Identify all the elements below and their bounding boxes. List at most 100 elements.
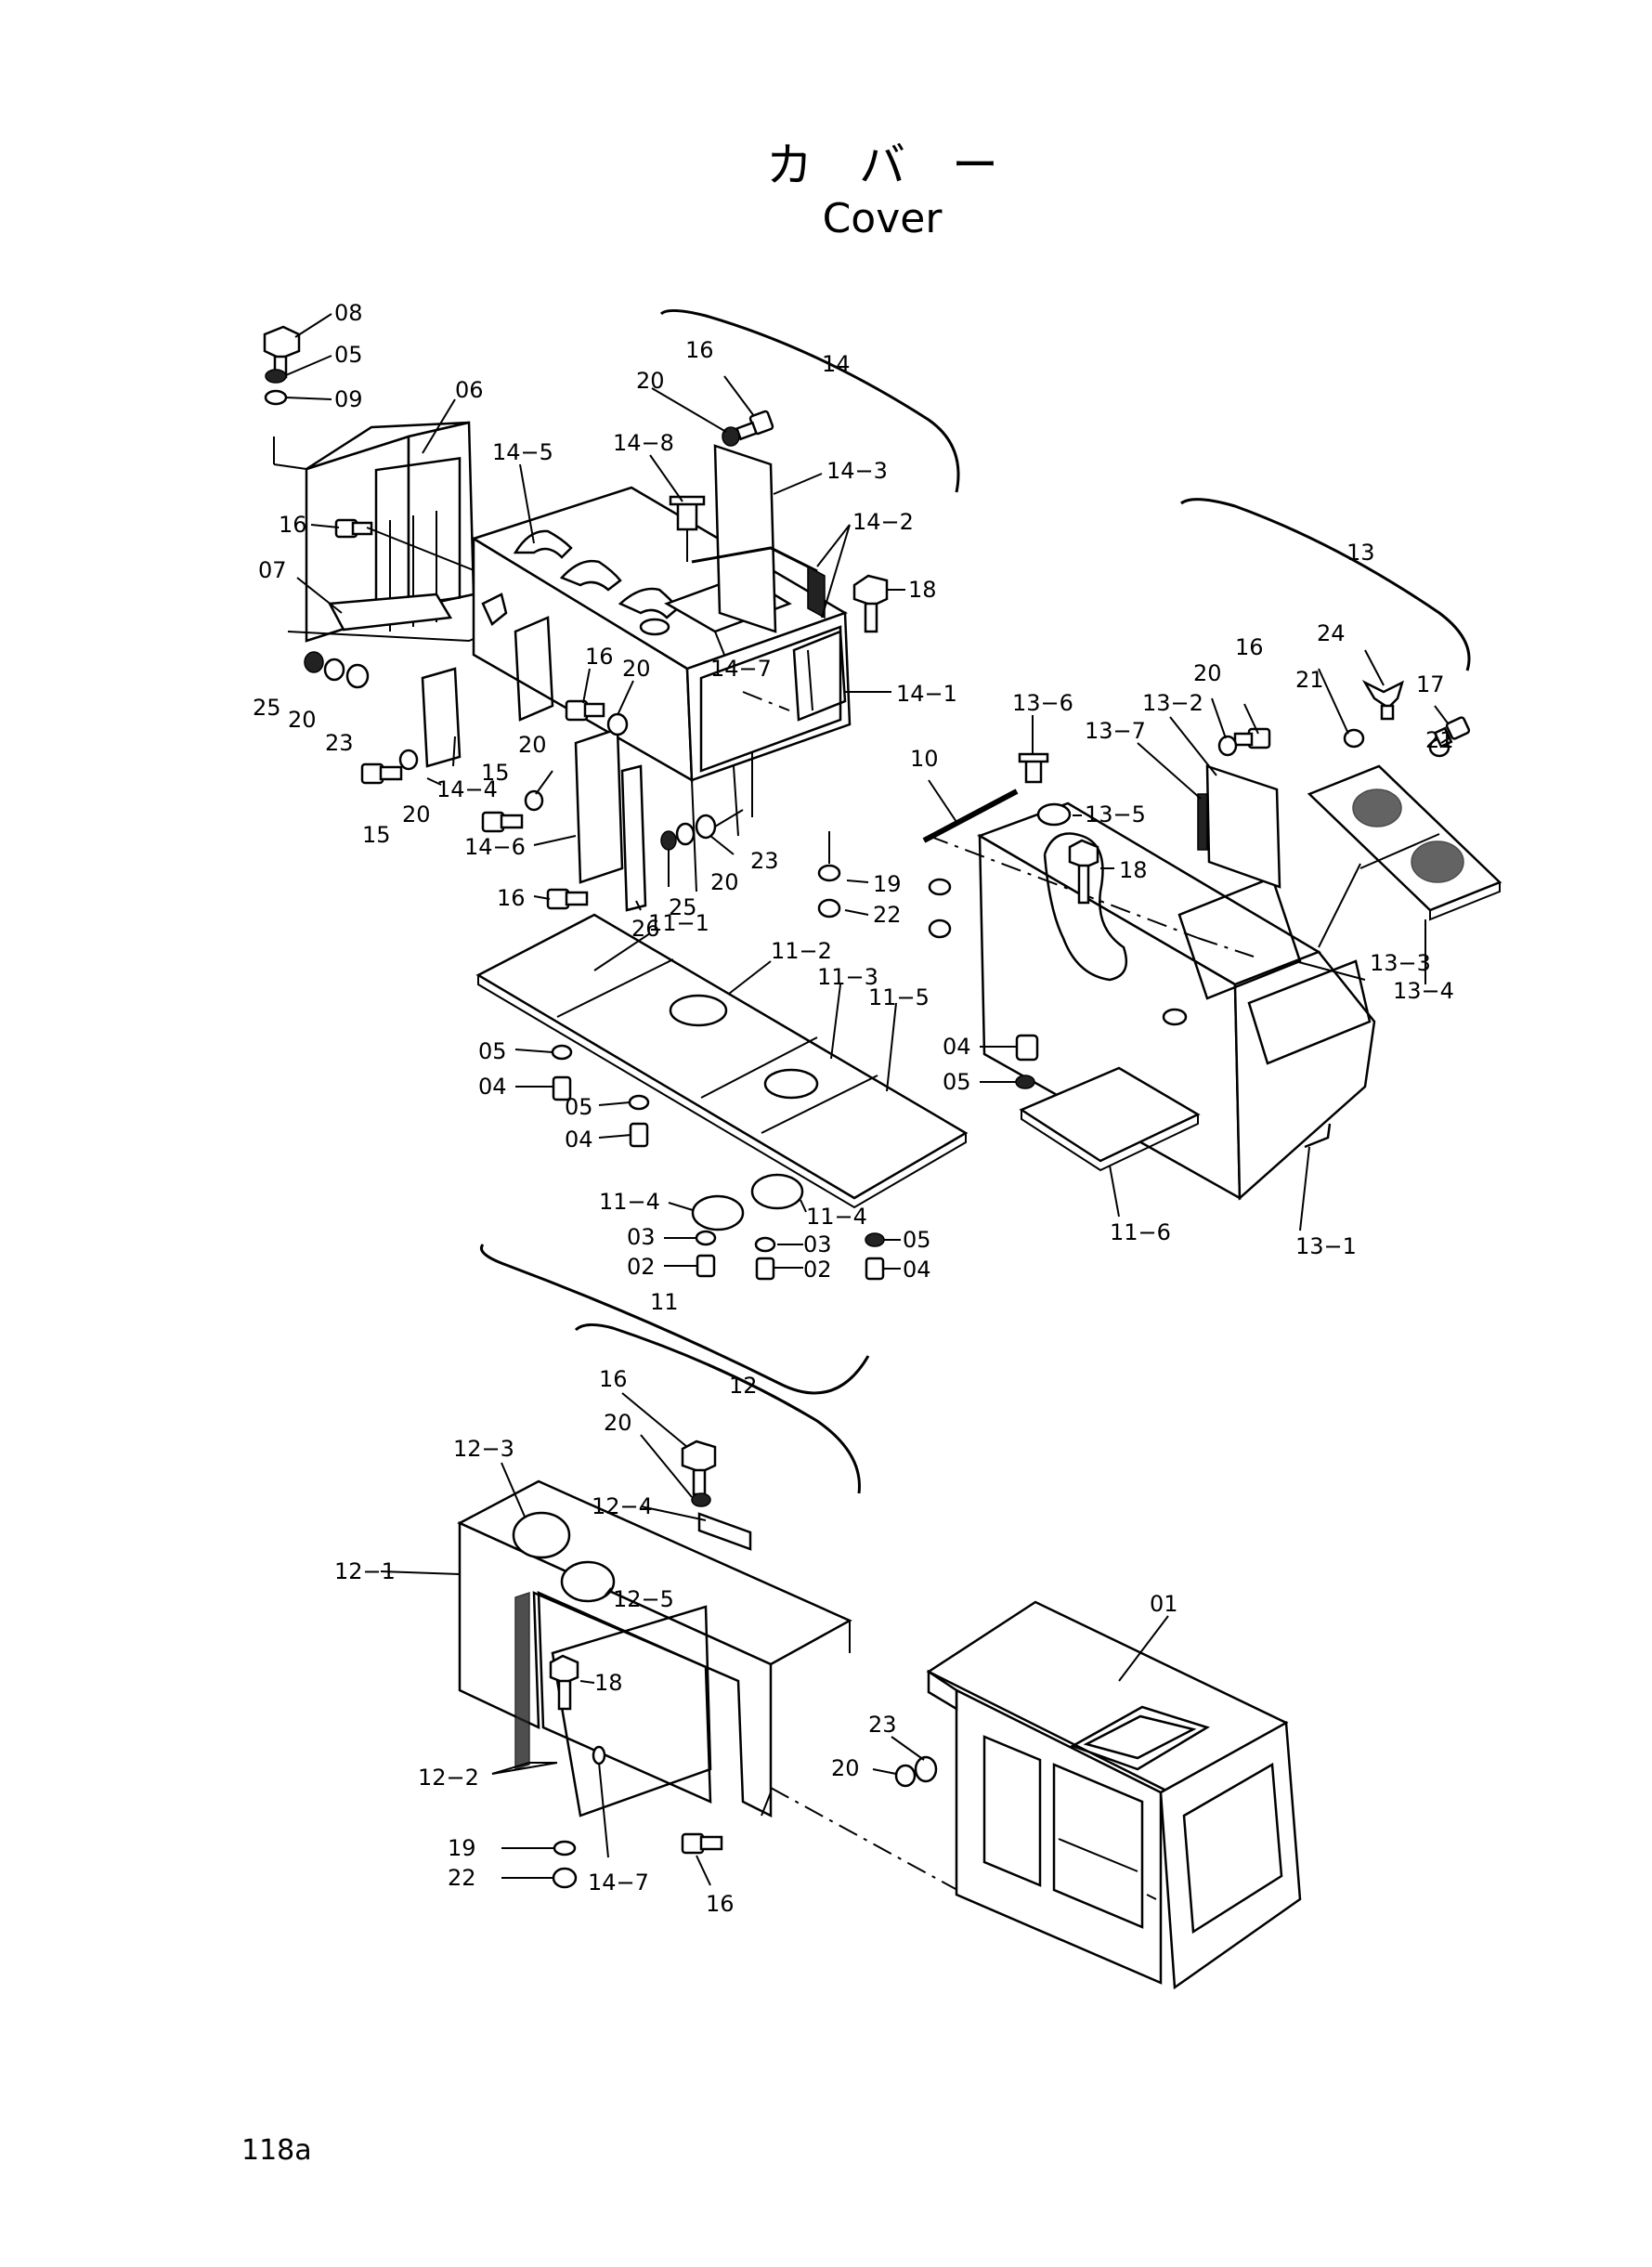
label-20: 20 (1193, 660, 1222, 686)
bolt-04-floor-b (629, 1122, 649, 1148)
washer-09 (264, 389, 288, 406)
bolt-15-mid (481, 811, 524, 833)
label-16: 16 (497, 885, 526, 911)
label-04: 04 (478, 1074, 507, 1100)
label-11: 11 (650, 1289, 679, 1315)
brace-group-12 (574, 1323, 861, 1494)
part-14-5-hooks (513, 529, 680, 636)
part-14-3-panel (713, 444, 777, 633)
bolt-18-side (549, 1654, 579, 1711)
label-15: 15 (481, 760, 510, 786)
part-11-6-mat (1019, 1066, 1201, 1172)
label-16: 16 (279, 512, 307, 538)
label-14-5: 14−5 (492, 439, 553, 465)
label-16: 16 (1235, 634, 1264, 660)
part-11-floor-plates (475, 913, 969, 1209)
label-11-4: 11−4 (599, 1189, 660, 1215)
brace-group-14 (659, 309, 960, 493)
label-12: 12 (729, 1373, 758, 1399)
part-13-5-cable (1043, 832, 1128, 982)
part-13-7-spring (1197, 793, 1208, 851)
bolt-17 (1433, 716, 1471, 749)
bolt-08 (263, 325, 301, 379)
label-22: 22 (448, 1865, 476, 1891)
label-14-4: 14−4 (436, 776, 498, 802)
washer-20-side (691, 1492, 711, 1507)
nut-23-mid (695, 814, 717, 840)
bolt-16-box (1233, 727, 1271, 749)
label-20: 20 (636, 368, 665, 394)
label-19: 19 (873, 871, 902, 897)
washer-05-mat (1015, 1075, 1035, 1089)
label-14-7: 14−7 (588, 1870, 649, 1896)
part-13-2-door (1205, 764, 1281, 889)
nut-22-side (552, 1867, 578, 1889)
part-13-4-grille-cover (1307, 764, 1502, 921)
washer-03-floor-b (754, 1236, 776, 1253)
nut-23-cab (914, 1755, 938, 1783)
label-11-4: 11−4 (806, 1204, 867, 1230)
washer-19-mid-b (928, 878, 952, 896)
part-12-4-plate (697, 1512, 752, 1551)
label-05: 05 (943, 1069, 971, 1095)
part-14-4-plate (421, 667, 462, 768)
part-14-8-valve (669, 495, 706, 562)
label-17: 17 (1416, 671, 1445, 697)
bolt-16-filter (334, 518, 373, 539)
label-23: 23 (325, 730, 354, 756)
label-06: 06 (455, 377, 484, 403)
label-07: 07 (258, 557, 287, 583)
washer-05 (265, 369, 287, 384)
washer-19-mid-a (817, 864, 841, 882)
nut-23-left (345, 663, 370, 689)
label-12-1: 12−1 (334, 1558, 396, 1584)
label-12-5: 12−5 (613, 1586, 674, 1612)
label-25: 25 (669, 894, 697, 920)
label-13-1: 13−1 (1295, 1233, 1357, 1259)
label-02: 02 (803, 1257, 832, 1283)
label-16: 16 (585, 644, 614, 670)
label-14-8: 14−8 (613, 430, 674, 456)
label-05: 05 (478, 1038, 507, 1064)
label-04: 04 (943, 1034, 971, 1060)
label-15: 15 (362, 822, 391, 848)
washer-21-a (1343, 728, 1365, 749)
label-09: 09 (334, 386, 363, 412)
part-13-5-cap (1036, 802, 1072, 827)
bolt-04-floor-a (552, 1075, 572, 1101)
bolt-18-box (1068, 839, 1099, 905)
washer-20-mid3 (675, 822, 696, 846)
label-20: 20 (710, 869, 739, 895)
bolt-16-mid (565, 699, 605, 722)
part-10-rod (922, 788, 1019, 843)
washer-05-floor-c (865, 1232, 885, 1247)
washer-20-left (323, 658, 345, 682)
label-18: 18 (594, 1670, 623, 1696)
label-20: 20 (622, 656, 651, 682)
part-11-4-cover-left (691, 1194, 745, 1231)
part-14-2-brace (691, 546, 818, 573)
label-04: 04 (565, 1127, 593, 1153)
label-18: 18 (908, 577, 937, 603)
label-20: 20 (604, 1410, 632, 1436)
washer-20-box (1217, 735, 1238, 757)
label-22: 22 (873, 902, 902, 928)
label-14-3: 14−3 (826, 458, 888, 484)
title-japanese: カ バ ー (766, 138, 998, 192)
label-13-3: 13−3 (1370, 950, 1431, 976)
page-number: 118a (241, 2134, 312, 2167)
part-13-6-valve (1018, 752, 1049, 784)
part-14-panel-inner (514, 616, 554, 722)
part-11-4-cover-right (750, 1173, 804, 1210)
label-16: 16 (685, 337, 714, 363)
bolt-02-floor-b (755, 1257, 775, 1281)
bolt-04-mat (1015, 1034, 1039, 1062)
washer-20-mid (606, 712, 629, 736)
label-02: 02 (627, 1254, 656, 1280)
bolt-15-left (360, 762, 403, 785)
label-12-3: 12−3 (453, 1436, 514, 1462)
part-labels: 08 05 09 06 16 07 25 20 23 15 20 14−4 15… (253, 300, 1454, 1917)
label-04: 04 (903, 1257, 931, 1283)
label-13: 13 (1346, 540, 1375, 566)
